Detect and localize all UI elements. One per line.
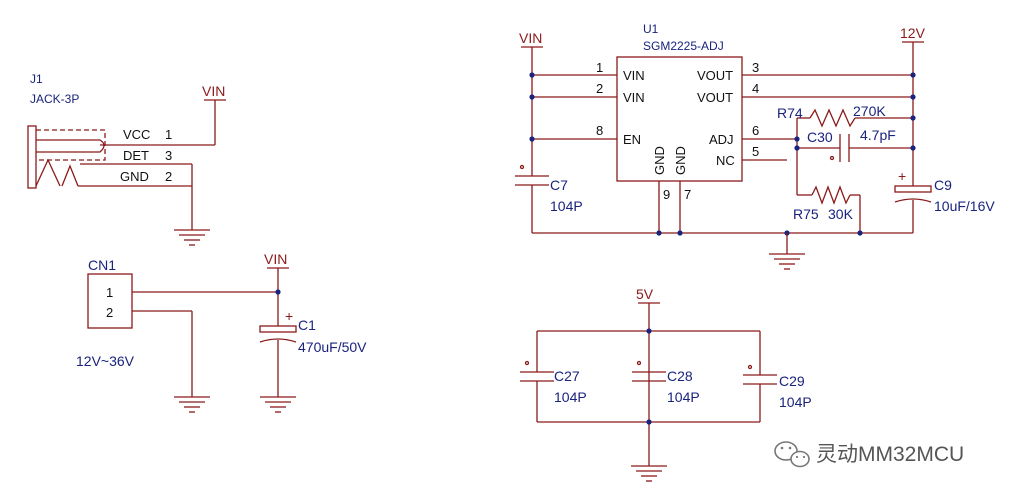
- junction-dot: [794, 145, 800, 151]
- c1-ref: C1: [298, 317, 316, 333]
- junction-dot: [646, 419, 652, 425]
- u1-pin-num: 6: [752, 123, 759, 138]
- u1-pin-num: 5: [752, 144, 759, 159]
- c9-ref: C9: [934, 177, 952, 193]
- cn1-pin: 1: [106, 285, 113, 300]
- regulator-u1: U1 SGM2225-ADJ 1 2 8 VIN VIN EN 3 4 6 5 …: [519, 22, 926, 233]
- c27-value: 104P: [554, 389, 587, 405]
- junction-dot: [794, 136, 800, 142]
- u1-part: SGM2225-ADJ: [643, 39, 724, 53]
- u1-pin-num: 9: [663, 187, 670, 202]
- r75-value: 30K: [828, 206, 854, 222]
- u1-pin-num: 4: [752, 81, 759, 96]
- jack-spring: [35, 158, 61, 187]
- c27-ref: C27: [554, 368, 580, 384]
- u1-pin-name: GND: [652, 146, 667, 175]
- junction-dot: [910, 145, 916, 151]
- junction-dot: [529, 136, 535, 142]
- watermark-text: 灵动MM32MCU: [816, 443, 964, 466]
- c7-value: 104P: [550, 198, 583, 214]
- u1-pin-num: 3: [752, 60, 759, 75]
- jack-pin-num: 2: [165, 169, 172, 184]
- ground-symbol: [174, 229, 210, 246]
- u1-pin-name: ADJ: [709, 132, 734, 147]
- u1-pin-name: VIN: [623, 90, 645, 105]
- c1-value: 470uF/50V: [298, 339, 367, 355]
- c30-ref: C30: [807, 129, 833, 145]
- c29-ref: C29: [779, 373, 805, 389]
- c28-value: 104P: [667, 389, 700, 405]
- u1-pin-num: 2: [596, 81, 603, 96]
- jack-pin-num: 1: [165, 127, 172, 142]
- capacitor-c7: C7 104P: [515, 164, 583, 233]
- feedback-network: R74 270K C30 4.7pF R75 30K: [777, 103, 916, 233]
- ground-symbol: [769, 253, 805, 270]
- c30-value: 4.7pF: [860, 127, 896, 143]
- r75-ref: R75: [793, 206, 819, 222]
- ground-symbol: [631, 465, 667, 482]
- junction-dot: [857, 230, 863, 236]
- wechat-icon: [774, 441, 810, 468]
- u1-pin-num: 1: [596, 60, 603, 75]
- junction-dot: [646, 328, 652, 334]
- jack-barrel: [36, 129, 106, 161]
- jack-pin-name: GND: [120, 169, 149, 184]
- net-label-vin: VIN: [202, 83, 225, 99]
- net-label-vin: VIN: [264, 251, 287, 267]
- jack-contact: [61, 164, 79, 187]
- jack-pin-name: VCC: [123, 127, 150, 142]
- u1-pin-num: 7: [684, 187, 691, 202]
- u1-pin-name: GND: [673, 146, 688, 175]
- junction-dot: [275, 289, 281, 295]
- jack-j1: J1 JACK-3P VCC 1 DET 3 GND 2 VIN: [27, 72, 226, 246]
- cn1-range: 12V~36V: [76, 353, 135, 369]
- c29-value: 104P: [779, 394, 812, 410]
- junction-dot: [677, 230, 683, 236]
- u1-pin-num: 8: [596, 123, 603, 138]
- jack-pin-num: 3: [165, 148, 172, 163]
- connector-cn1: CN1 1 2 12V~36V VIN: [76, 251, 289, 413]
- junction-dot: [529, 72, 535, 78]
- net-label-vin: VIN: [519, 30, 542, 46]
- watermark: 灵动MM32MCU: [774, 441, 964, 468]
- u1-pin-name: VOUT: [697, 90, 733, 105]
- capacitor-c9: + C9 10uF/16V: [894, 168, 995, 233]
- junction-dot: [656, 230, 662, 236]
- cn1-pin: 2: [106, 305, 113, 320]
- cn1-ref: CN1: [88, 257, 116, 273]
- junction-dot: [910, 115, 916, 121]
- c1-polarity: +: [285, 308, 293, 324]
- net-label-5v: 5V: [636, 286, 654, 302]
- ground-symbol: [260, 396, 296, 413]
- junction-dot: [910, 72, 916, 78]
- jack-body: [27, 125, 37, 189]
- r74-ref: R74: [777, 105, 803, 121]
- c9-value: 10uF/16V: [934, 198, 995, 214]
- u1-pin-name: VIN: [623, 68, 645, 83]
- jack-value: JACK-3P: [30, 92, 79, 106]
- ground-symbol: [174, 396, 210, 413]
- c28-ref: C28: [667, 368, 693, 384]
- c7-ref: C7: [550, 177, 568, 193]
- capacitor-c1: + C1 470uF/50V: [259, 308, 367, 413]
- u1-pin-name: NC: [716, 153, 735, 168]
- junction-dot: [529, 94, 535, 100]
- u1-pin-name: EN: [623, 132, 641, 147]
- c9-polarity: +: [898, 168, 906, 184]
- jack-ref: J1: [30, 72, 43, 86]
- jack-pin-name: DET: [123, 148, 149, 163]
- u1-pin-name: VOUT: [697, 68, 733, 83]
- regulator-ground-rail: [532, 230, 913, 270]
- jack-pin: [36, 139, 105, 153]
- net-label-12v: 12V: [900, 25, 926, 41]
- cn1-body: [87, 273, 133, 329]
- junction-dot: [910, 94, 916, 100]
- r74-value: 270K: [853, 103, 886, 119]
- u1-ref: U1: [643, 22, 659, 36]
- decoupling-bank: 5V C27 104P C28 104P C29 104P: [520, 286, 812, 482]
